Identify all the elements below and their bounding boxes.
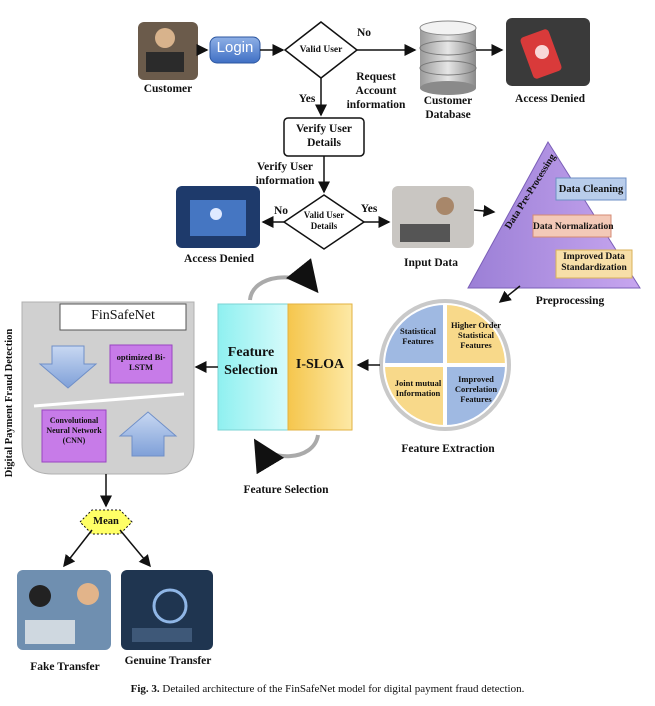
valid-user-label: Valid User — [299, 45, 343, 55]
request-account-label: Request Account information — [346, 71, 406, 111]
down-arrow-icon — [38, 345, 98, 389]
customer-database-icon — [419, 20, 477, 95]
higher-order-features-label: Higher Order Statistical Features — [450, 320, 502, 350]
no-label-1: No — [356, 27, 372, 39]
genuine-transfer-label: Genuine Transfer — [124, 655, 212, 667]
digital-payment-fraud-detection-side-label: Digital Payment Fraud Detection — [4, 328, 15, 478]
islo-label: I-SLOA — [295, 357, 345, 372]
genuine-transfer-photo — [121, 570, 213, 650]
feature-selection-bottom-label: Feature Selection — [243, 484, 329, 496]
access-denied-top-label: Access Denied — [515, 93, 585, 105]
feature-selection-box — [217, 303, 291, 431]
bilstm-label: optimized Bi-LSTM — [116, 352, 166, 372]
up-arrow-icon — [118, 411, 178, 457]
fake-transfer-photo — [17, 570, 111, 650]
verify-user-details-label: Verify User Details — [295, 123, 353, 149]
input-data-photo — [392, 186, 474, 248]
customer-label: Customer — [143, 83, 193, 95]
data-cleaning-box — [555, 177, 627, 201]
feature-extraction-title: Feature Extraction — [401, 443, 495, 455]
fake-transfer-label: Fake Transfer — [30, 661, 100, 673]
access-denied-mid-label: Access Denied — [184, 253, 254, 265]
finsafenet-title: FinSafeNet — [91, 308, 155, 323]
data-normalization-label: Data Normalization — [533, 222, 614, 232]
figure-caption-text: Detailed architecture of the FinSafeNet … — [162, 683, 525, 695]
data-standardization-box — [555, 249, 633, 279]
customer-photo — [138, 22, 198, 80]
data-normalization-box — [532, 214, 612, 238]
data-cleaning-label: Data Cleaning — [558, 184, 624, 195]
yes-label-1: Yes — [298, 93, 316, 105]
access-denied-photo-top — [506, 18, 590, 86]
customer-database-label: Customer Database — [423, 95, 473, 121]
verify-user-information-label: Verify User information — [255, 161, 315, 187]
mean-label: Mean — [93, 516, 119, 527]
finsafenet-title-box — [59, 303, 187, 331]
mean-node — [79, 509, 133, 535]
cnn-box — [41, 409, 107, 463]
preprocessing-title: Preprocessing — [535, 295, 605, 307]
valid-user-details-label: Valid User Details — [303, 210, 345, 231]
joint-mutual-information-label: Joint mutual Information — [394, 378, 442, 398]
bilstm-box — [109, 344, 173, 384]
figure-number: Fig. 3. — [130, 683, 160, 695]
login-label[interactable]: Login — [216, 39, 254, 56]
data-standardization-label: Improved Data Standardization — [561, 252, 627, 273]
yes-label-2: Yes — [360, 203, 378, 215]
statistical-features-label: Statistical Features — [400, 326, 436, 346]
feature-extraction-circle — [379, 299, 511, 431]
feature-selection-box-label: Feature Selection — [224, 345, 278, 378]
cnn-label: Convolutional Neural Network (CNN) — [46, 416, 102, 445]
architecture-diagram — [17, 18, 641, 650]
fraud-laptop-photo — [176, 186, 260, 248]
valid-user-details-decision — [282, 194, 366, 250]
figure-caption: Fig. 3. Detailed architecture of the Fin… — [0, 683, 655, 695]
islo-box — [287, 303, 353, 431]
input-data-label: Input Data — [403, 257, 458, 269]
no-label-2: No — [273, 205, 289, 217]
improved-correlation-features-label: Improved Correlation Features — [454, 374, 498, 404]
